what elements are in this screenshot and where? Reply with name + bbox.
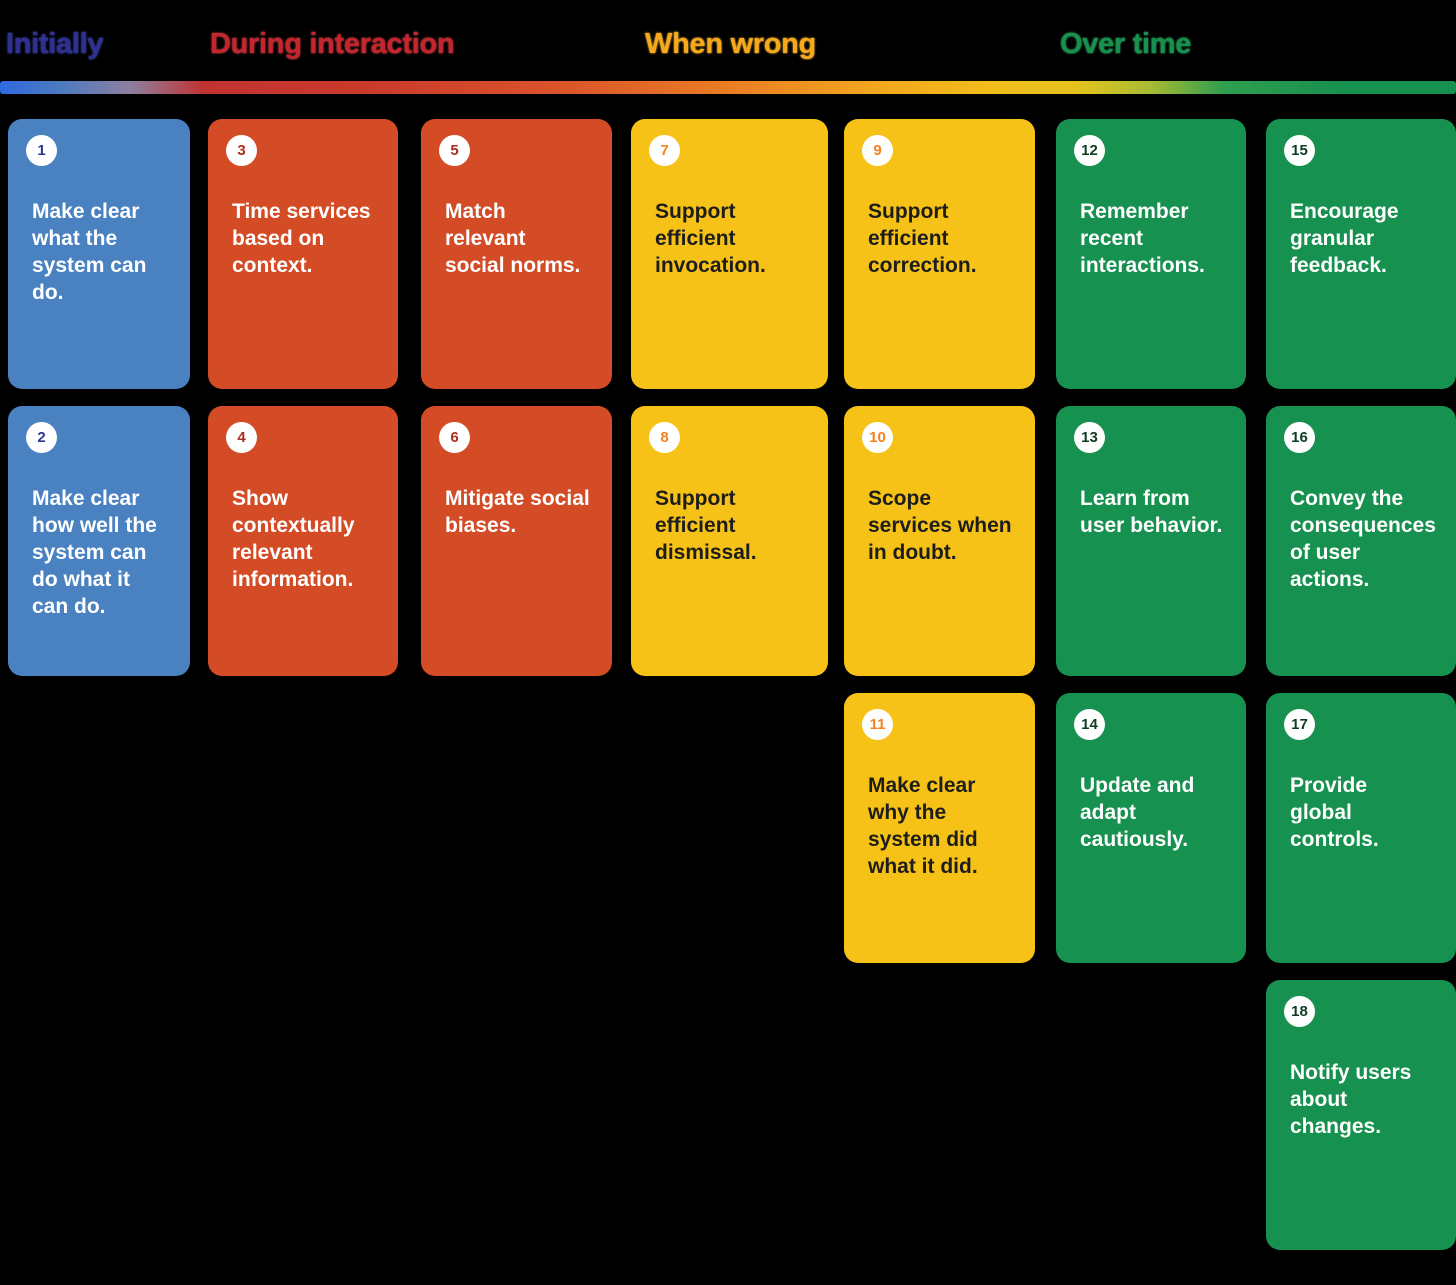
guideline-card-2: 2 Make clear how well the system can do … [8, 406, 190, 676]
card-text: Update and adapt cautiously. [1080, 774, 1195, 851]
guideline-card-3: 3 Time services based on context. [208, 119, 398, 389]
card-text: Support efficient dismissal. [655, 487, 757, 564]
guideline-card-15: 15 Encourage granular feedback. [1266, 119, 1456, 389]
card-number-badge: 7 [649, 135, 680, 166]
card-text: Support efficient invocation. [655, 200, 766, 277]
card-number-badge: 12 [1074, 135, 1105, 166]
card-number-badge: 14 [1074, 709, 1105, 740]
card-text: Encourage granular feedback. [1290, 200, 1399, 277]
card-number-badge: 13 [1074, 422, 1105, 453]
guideline-card-12: 12 Remember recent interactions. [1056, 119, 1246, 389]
phase-gradient-bar [0, 81, 1456, 94]
phase-header-when-wrong: When wrong [645, 28, 816, 60]
card-number-badge: 18 [1284, 996, 1315, 1027]
card-number-badge: 10 [862, 422, 893, 453]
card-number-badge: 17 [1284, 709, 1315, 740]
card-text: Match relevant social norms. [445, 200, 581, 277]
card-text: Support efficient correction. [868, 200, 977, 277]
card-text: Remember recent interactions. [1080, 200, 1205, 277]
card-text: Mitigate social biases. [445, 487, 590, 537]
phase-header-initially: Initially [6, 28, 104, 60]
guideline-card-8: 8 Support efficient dismissal. [631, 406, 828, 676]
guideline-card-7: 7 Support efficient invocation. [631, 119, 828, 389]
phase-header-during-interaction: During interaction [210, 28, 455, 60]
card-text: Notify users about changes. [1290, 1061, 1412, 1138]
guideline-card-11: 11 Make clear why the system did what it… [844, 693, 1035, 963]
card-number-badge: 15 [1284, 135, 1315, 166]
card-number-badge: 3 [226, 135, 257, 166]
guideline-card-17: 17 Provide global controls. [1266, 693, 1456, 963]
card-text: Make clear what the system can do. [32, 200, 147, 304]
card-text: Make clear how well the system can do wh… [32, 487, 157, 618]
card-text: Provide global controls. [1290, 774, 1379, 851]
card-number-badge: 4 [226, 422, 257, 453]
card-number-badge: 2 [26, 422, 57, 453]
guideline-card-9: 9 Support efficient correction. [844, 119, 1035, 389]
card-text: Convey the consequences of user actions. [1290, 487, 1436, 591]
guideline-card-18: 18 Notify users about changes. [1266, 980, 1456, 1250]
guideline-card-13: 13 Learn from user behavior. [1056, 406, 1246, 676]
card-number-badge: 5 [439, 135, 470, 166]
guideline-card-4: 4 Show contextually relevant information… [208, 406, 398, 676]
guideline-card-16: 16 Convey the consequences of user actio… [1266, 406, 1456, 676]
card-text: Learn from user behavior. [1080, 487, 1223, 537]
guideline-card-1: 1 Make clear what the system can do. [8, 119, 190, 389]
guideline-card-5: 5 Match relevant social norms. [421, 119, 612, 389]
card-text: Make clear why the system did what it di… [868, 774, 978, 878]
phase-header-over-time: Over time [1060, 28, 1192, 60]
card-text: Show contextually relevant information. [232, 487, 355, 591]
card-number-badge: 6 [439, 422, 470, 453]
card-number-badge: 8 [649, 422, 680, 453]
card-number-badge: 16 [1284, 422, 1315, 453]
card-number-badge: 9 [862, 135, 893, 166]
guideline-card-10: 10 Scope services when in doubt. [844, 406, 1035, 676]
guideline-card-14: 14 Update and adapt cautiously. [1056, 693, 1246, 963]
card-number-badge: 11 [862, 709, 893, 740]
guideline-card-6: 6 Mitigate social biases. [421, 406, 612, 676]
card-text: Time services based on context. [232, 200, 371, 277]
card-number-badge: 1 [26, 135, 57, 166]
card-text: Scope services when in doubt. [868, 487, 1012, 564]
